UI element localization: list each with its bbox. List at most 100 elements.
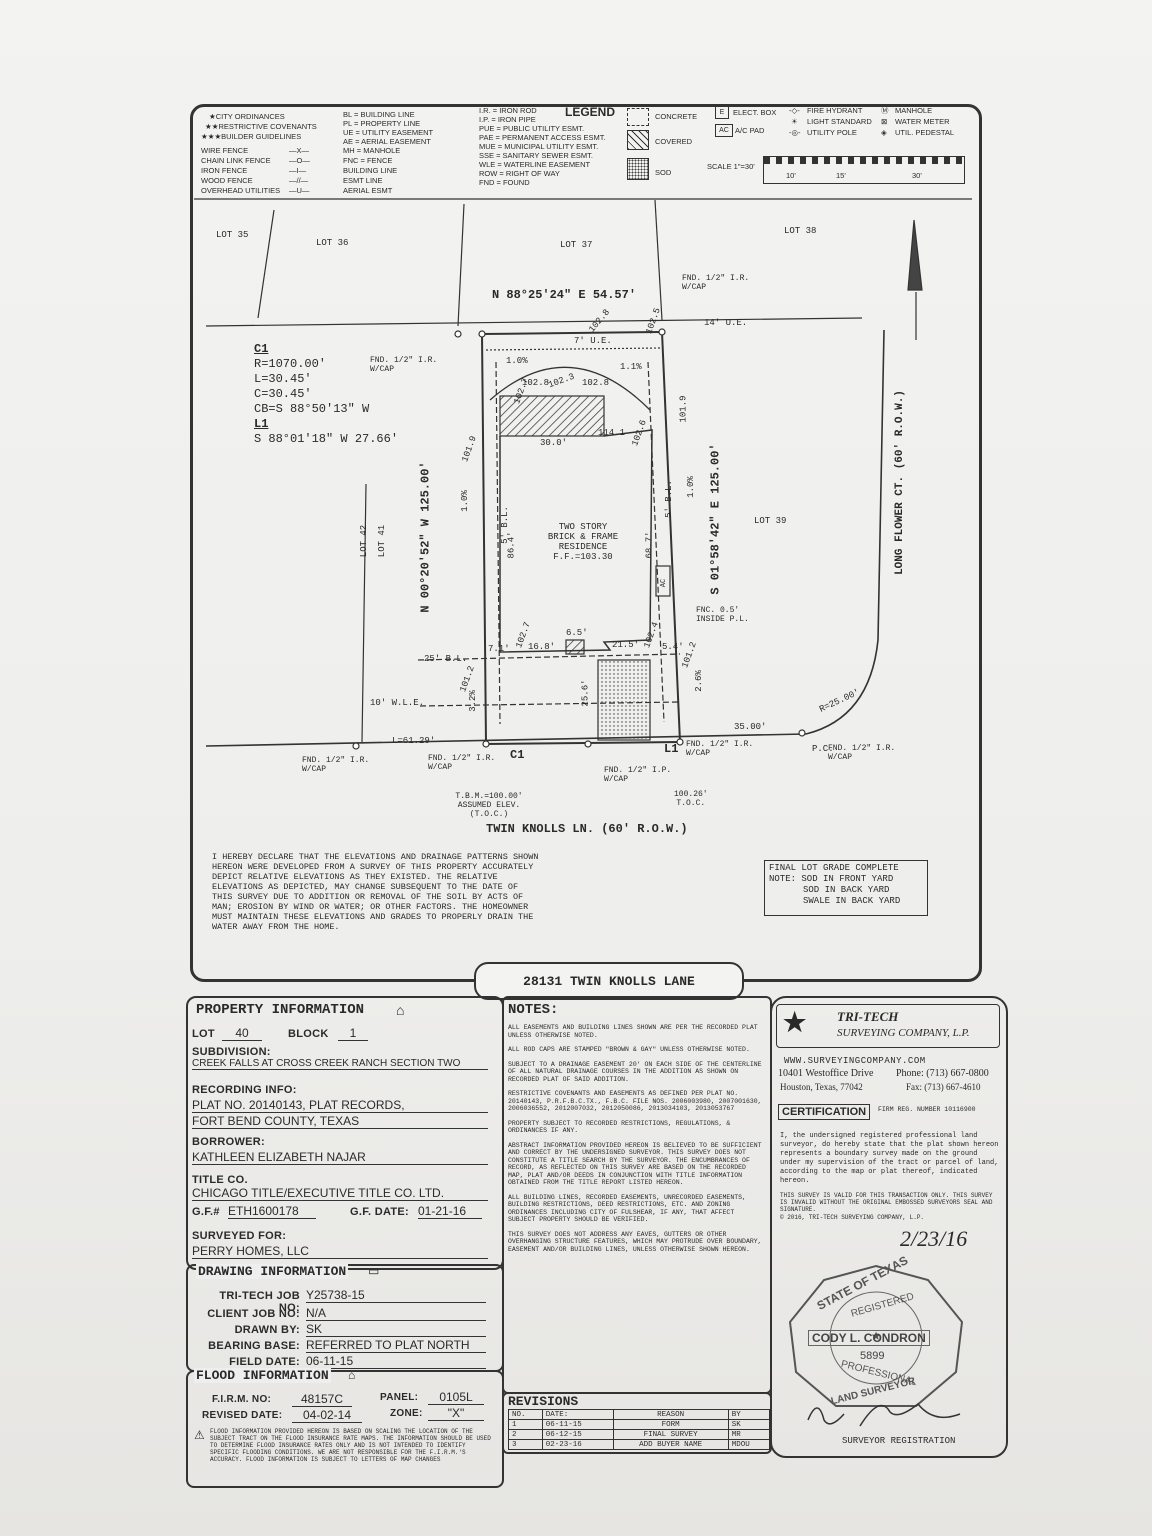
note-3: SUBJECT TO A DRAINAGE EASEMENT 20' ON EA… — [508, 1060, 762, 1083]
texas-icon: ★ — [783, 1007, 807, 1037]
legend-meter: WATER METER — [895, 117, 950, 126]
legend-acpad: A/C PAD — [735, 126, 765, 135]
rev-cell: ADD BUYER NAME — [612, 1439, 729, 1450]
lot-36: LOT 36 — [316, 238, 349, 248]
note-5: PROPERTY SUBJECT TO RECORDED RESTRICTION… — [508, 1119, 731, 1135]
ue-7: 7' U.E. — [574, 336, 612, 346]
fnd-label-ip: FND. 1/2" I.P. W/CAP — [604, 766, 672, 784]
legend-hydrant: FIRE HYDRANT — [807, 106, 863, 115]
legend-manhole: MANHOLE — [895, 106, 933, 115]
legend-pole: UTILITY POLE — [807, 128, 857, 137]
company-name: TRI-TECH — [837, 1009, 899, 1024]
dim-54: 5.4' — [662, 642, 684, 652]
legend-mue: MUE = MUNICIPAL UTILITY ESMT. — [479, 142, 599, 151]
slope-1: 1.0% — [506, 356, 528, 366]
lot-value: 40 — [222, 1026, 262, 1041]
curve-cb: CB=S 88°50'13" W — [254, 402, 370, 416]
elev-1: 102.8 — [522, 378, 550, 388]
company-logo-area: ★ TRI-TECH SURVEYING COMPANY, L.P. — [776, 1004, 1000, 1048]
revisions: REVISIONS NO. DATE: REASON BY 1 06-11-15… — [508, 1394, 771, 1450]
legend-pl: PL = PROPERTY LINE — [343, 119, 421, 128]
sod-swatch — [627, 158, 649, 180]
block-value: 1 — [338, 1026, 368, 1041]
title-co-label: TITLE CO. — [192, 1174, 248, 1186]
fnd-label-sw1: FND. 1/2" I.R. W/CAP — [302, 756, 370, 774]
bl-5-west: 5' B.L. — [499, 506, 510, 544]
gf-date-label: G.F. DATE: — [350, 1206, 410, 1218]
title-co-value: CHICAGO TITLE/EXECUTIVE TITLE CO. LTD. — [192, 1186, 488, 1201]
job-value: Y25738-15 — [306, 1288, 486, 1303]
rev-cell: 06-11-15 — [541, 1419, 614, 1430]
revisions-table: NO. DATE: REASON BY 1 06-11-15 FORM SK 2… — [508, 1409, 771, 1450]
curve-c: C=30.45' — [254, 387, 312, 401]
signature — [807, 1402, 961, 1427]
legend-overhead: OVERHEAD UTILITIES — [201, 186, 281, 195]
legend-fnc: FNC = FENCE — [343, 156, 393, 165]
address-text: 28131 TWIN KNOLLS LANE — [523, 974, 695, 989]
residence-line-4: F.F.=103.30 — [553, 552, 613, 562]
surveyed-for-label: SURVEYED FOR: — [192, 1230, 287, 1242]
manhole-icon: Ⓜ — [881, 106, 889, 115]
fnd-label-ne: FND. 1/2" I.R. W/CAP — [682, 274, 750, 292]
elev-7: 101.9 — [678, 395, 689, 423]
bearing-value: REFERRED TO PLAT NORTH — [306, 1338, 486, 1353]
rev-cell: 02-23-16 — [541, 1439, 614, 1450]
fnd-label-pc: FND. 1/2" I.R. W/CAP — [828, 744, 896, 762]
dim-30: 30.0' — [540, 438, 568, 448]
borrower-value: KATHLEEN ELIZABETH NAJAR — [192, 1150, 488, 1165]
final-grade-1: FINAL LOT GRADE COMPLETE — [769, 863, 899, 873]
rev-h-no: NO. — [508, 1409, 543, 1420]
fnd-label-sw2: FND. 1/2" I.R. W/CAP — [428, 754, 496, 772]
toc-label: 100.26' T.O.C. — [674, 790, 708, 808]
legend-sse: SSE = SANITARY SEWER ESMT. — [479, 151, 593, 160]
legend-mark-chain: —O— — [289, 156, 310, 165]
dim-256: 25.6' — [580, 679, 591, 707]
lot-37: LOT 37 — [560, 240, 593, 250]
rev-h-by: BY — [727, 1409, 771, 1420]
notes: NOTES: ALL EASEMENTS AND BUILDING LINES … — [508, 1002, 762, 1260]
surveyor-seal: ★ — [788, 1264, 964, 1407]
drawn-value: SK — [306, 1322, 486, 1337]
revised-label: REVISED DATE: — [202, 1410, 283, 1421]
lot-39: LOT 39 — [754, 516, 787, 526]
residence-label: TWO STORY BRICK & FRAME RESIDENCE F.F.=1… — [528, 522, 638, 562]
light-standard-icon: ☀ — [791, 117, 798, 126]
legend-light: LIGHT STANDARD — [807, 117, 872, 126]
scale-tick-10: 10' — [786, 171, 796, 180]
legend-builder: ★★★BUILDER GUIDELINES — [201, 132, 302, 141]
legend-mark-wood: —//— — [289, 176, 309, 185]
tbm-line-3: (T.O.C.) — [469, 810, 509, 819]
seal-number: 5899 — [860, 1350, 885, 1362]
warning-icon: ⚠ — [194, 1428, 205, 1442]
note-8: THIS SURVEY DOES NOT ADDRESS ANY EAVES, … — [508, 1230, 762, 1253]
svg-text:★: ★ — [871, 1329, 882, 1343]
note-7: ALL BUILDING LINES, RECORDED EASEMENTS, … — [508, 1193, 746, 1224]
drawing-title: DRAWING INFORMATION — [196, 1264, 349, 1279]
flood-disclaimer: FLOOD INFORMATION PROVIDED HEREON IS BAS… — [210, 1428, 491, 1463]
west-bearing: N 00°20'52" W 125.00' — [418, 461, 433, 613]
lot-38: LOT 38 — [784, 226, 817, 236]
legend-ir: I.R. = IRON ROD — [479, 106, 537, 115]
table-row: 1 06-11-15 FORM SK — [508, 1419, 771, 1430]
water-meter-icon: ⊠ — [881, 117, 888, 126]
revised-value: 04-02-14 — [292, 1408, 362, 1423]
lot-label: LOT — [192, 1028, 215, 1040]
legend-wle: WLE = WATERLINE EASEMENT — [479, 160, 591, 169]
dim-l-6129: L=61.29' — [392, 736, 436, 746]
ac-pad-icon: AC — [715, 124, 733, 137]
company-box — [770, 996, 1008, 1458]
tbm-label: T.B.M.=100.00' ASSUMED ELEV. (T.O.C.) — [454, 792, 524, 819]
firm-value: 48157C — [292, 1392, 352, 1407]
scale-bar: 10' 15' 30' — [763, 156, 965, 184]
note-2: ALL ROD CAPS ARE STAMPED "BROWN & GAY" U… — [508, 1046, 750, 1053]
rev-cell: 3 — [508, 1439, 543, 1450]
elect-box-icon: E — [715, 106, 729, 119]
dim-215: 21.5' — [612, 640, 640, 650]
legend-mark-overhead: —U— — [289, 186, 310, 195]
firm-reg: FIRM REG. NUMBER 10116900 — [878, 1106, 976, 1113]
bl-5-east: 5' B.L. — [663, 480, 674, 518]
rev-cell: 1 — [508, 1419, 543, 1430]
concrete-swatch — [627, 108, 649, 126]
wle-10: 10' W.L.E. — [370, 698, 425, 708]
